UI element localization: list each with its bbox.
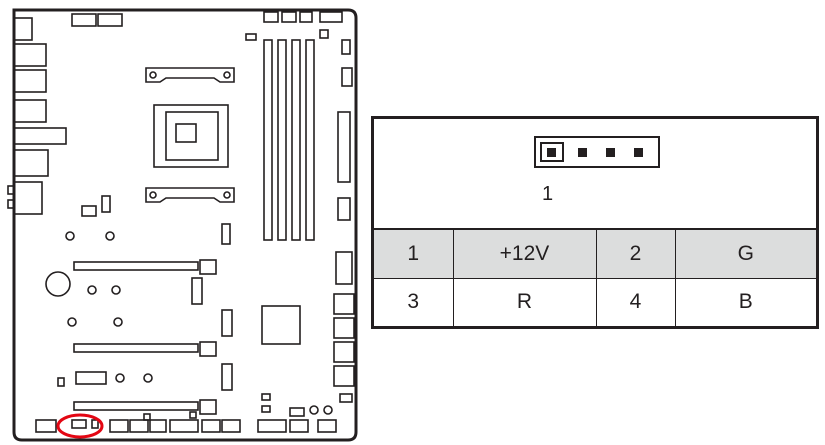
atx-power-connector (337, 111, 351, 183)
top-header (97, 13, 123, 27)
bottom-header (257, 419, 287, 433)
pin-1 (547, 148, 556, 157)
pin-number-cell: 3 (374, 277, 454, 326)
rear-io-block (13, 99, 47, 123)
small-header (339, 393, 353, 403)
bottom-header (129, 419, 149, 433)
small-header (289, 407, 305, 417)
cooler-bracket-bottom (145, 187, 235, 203)
pin-number-cell: 4 (595, 277, 676, 326)
motherboard-diagram (7, 8, 358, 442)
sata-port (333, 293, 355, 315)
rear-io-block (7, 185, 15, 195)
rear-io-block (13, 181, 43, 215)
cpu-socket-core (175, 123, 197, 143)
dimm-slot (305, 39, 315, 241)
side-header (341, 39, 351, 55)
side-header (341, 67, 353, 87)
dimm-slot (263, 39, 273, 241)
pin-signal-cell: G (674, 227, 816, 279)
jrgb-connector (71, 419, 87, 429)
small-header (191, 277, 203, 305)
pcie-slot (73, 261, 199, 271)
jrgb-connector (91, 419, 99, 429)
small-header (261, 405, 271, 413)
pcie-latch (199, 259, 217, 275)
bottom-header (169, 419, 199, 433)
cooler-bracket-top (145, 67, 235, 83)
small-header (261, 393, 271, 401)
bottom-header (289, 419, 309, 433)
board-outline (12, 8, 358, 442)
pcie-slot (73, 401, 199, 411)
chipset (261, 305, 301, 345)
rear-io-block (13, 127, 67, 145)
sata-port (333, 317, 355, 339)
pcie-latch (199, 341, 217, 357)
dimm-latch (319, 29, 329, 39)
highlight-circle (56, 413, 104, 439)
rear-io-block (7, 199, 15, 209)
small-header (221, 309, 233, 337)
rear-io-block (13, 149, 49, 177)
small-header (189, 411, 197, 419)
pin-number-cell: 2 (595, 227, 676, 279)
rear-io-block (13, 17, 33, 41)
connector-4pin-icon (534, 136, 660, 168)
top-header (263, 11, 279, 23)
small-header (143, 413, 151, 421)
sata-port (333, 341, 355, 363)
pcie-slot (73, 343, 199, 353)
pin-signal-cell: +12V (452, 227, 597, 279)
pin-signal-cell: B (674, 277, 816, 326)
bottom-header (201, 419, 221, 433)
pinout-grid: 1 +12V 2 G 3 R 4 B (374, 227, 816, 326)
pin-4 (634, 148, 643, 157)
rear-io-block (13, 43, 47, 67)
top-header (319, 11, 343, 23)
rear-io-block (13, 69, 47, 93)
pcie-latch (199, 399, 217, 415)
small-header (221, 363, 233, 391)
small-header (57, 377, 65, 387)
pinout-row: 1 +12V 2 G (374, 227, 816, 279)
pinout-row: 3 R 4 B (374, 277, 816, 326)
pin-2 (578, 148, 587, 157)
top-header (299, 11, 313, 23)
dimm-slot (245, 33, 257, 41)
bottom-header (149, 419, 167, 433)
pin-number-cell: 1 (374, 227, 454, 279)
bottom-header (35, 419, 57, 433)
cpu-socket-inner (165, 111, 219, 161)
pin-one-label: 1 (542, 183, 554, 205)
small-header (101, 195, 111, 213)
bottom-header (109, 419, 129, 433)
side-header (337, 197, 351, 221)
pinout-table: 1 1 +12V 2 G 3 R 4 B (371, 116, 819, 329)
top-header (281, 11, 297, 23)
connector-drawing-area: 1 (374, 119, 816, 231)
pin-signal-cell: R (452, 277, 597, 326)
cpu-socket (153, 104, 229, 168)
dimm-slot (277, 39, 287, 241)
bottom-header (317, 419, 337, 433)
top-header (71, 13, 97, 27)
small-header (81, 205, 97, 217)
small-header (75, 371, 107, 385)
side-header (335, 251, 353, 285)
small-header (221, 223, 231, 245)
sata-port (333, 365, 355, 387)
dimm-slot (291, 39, 301, 241)
pin-1-marker (540, 142, 564, 162)
bottom-header (221, 419, 241, 433)
pin-3 (606, 148, 615, 157)
